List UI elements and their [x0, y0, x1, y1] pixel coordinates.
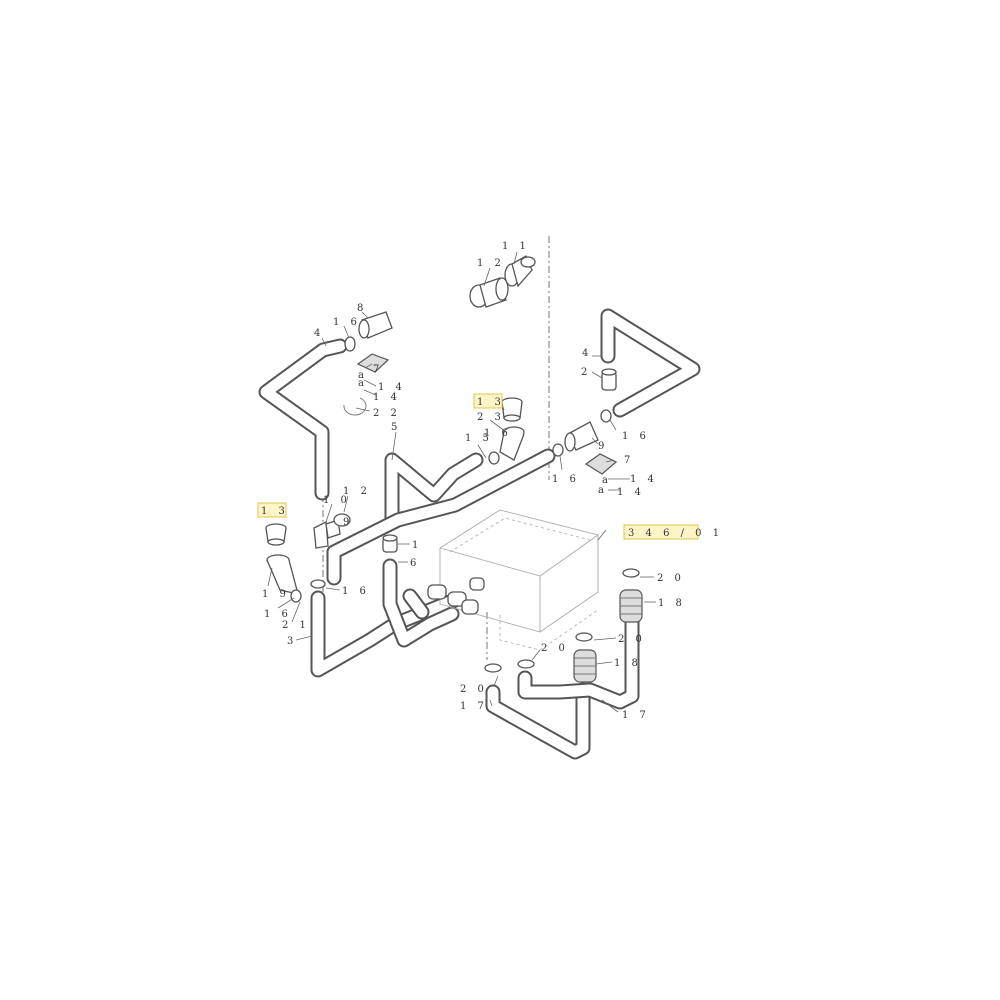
label-23: 2 3 [477, 412, 505, 423]
label-a: a [598, 485, 608, 496]
clamp-20a [622, 568, 640, 578]
adapter-12-left [333, 513, 351, 527]
elbow-19 [266, 554, 299, 595]
label-346-01: 3 4 6 / 0 1 [628, 528, 723, 539]
clip-22 [343, 397, 367, 416]
hose-17-left [485, 682, 591, 760]
label-17: 1 7 [622, 710, 650, 721]
clamp-16f [310, 579, 326, 589]
label-16: 1 6 [552, 474, 580, 485]
label-15: 1 5 [465, 433, 493, 444]
connector-8 [358, 311, 393, 339]
label-18: 1 8 [614, 658, 642, 669]
coupling-2 [601, 368, 617, 391]
label-13: 1 3 [477, 397, 505, 408]
label-7: 7 [624, 455, 634, 466]
label-20: 2 0 [541, 643, 569, 654]
label-a: a [358, 370, 368, 381]
hose-long-center [326, 448, 556, 586]
label-16: 1 6 [622, 431, 650, 442]
highlight-13-left [257, 502, 287, 518]
label-10: 1 0 [323, 495, 351, 506]
hose-3 [310, 590, 463, 678]
elbow-23 [499, 426, 525, 461]
clamp-16-right [600, 409, 612, 423]
label-9: 9 [598, 441, 608, 452]
leader-lines [267, 251, 656, 713]
adapter-12-top [469, 277, 509, 308]
label-16: 1 6 [342, 586, 370, 597]
clamp-16c-small [552, 443, 564, 457]
clamp-20b [575, 632, 593, 642]
callout-labels: 1 1 1 2 8 1 6 4 7 a 1 4 a 1 4 2 2 1 3 2 … [261, 241, 723, 721]
label-21: 2 1 [282, 620, 310, 631]
cap-13-mid [501, 397, 523, 422]
label-16: 1 6 [333, 317, 361, 328]
label-16: 1 6 [264, 609, 292, 620]
clamp-20d [484, 663, 502, 673]
connector-9 [564, 421, 599, 452]
boot-18a [619, 589, 643, 623]
clamp-16b [488, 451, 500, 465]
label-1: 1 [412, 540, 422, 551]
label-9: 9 [343, 517, 353, 528]
clamp-16e [290, 589, 302, 603]
label-22: 2 2 [373, 408, 401, 419]
label-8: 8 [357, 303, 367, 314]
elbow-11-top [504, 255, 536, 288]
label-18: 1 8 [658, 598, 686, 609]
highlight-13-mid [473, 393, 503, 409]
label-19: 1 9 [262, 589, 290, 600]
label-11-top: 1 1 [502, 241, 530, 252]
label-17: 1 7 [460, 701, 488, 712]
label-4: 4 [582, 348, 592, 359]
label-14: 1 4 [630, 474, 658, 485]
coupling-1 [382, 534, 398, 553]
label-14: 1 4 [617, 487, 645, 498]
clamp-16a [344, 336, 356, 352]
label-16: 1 6 [484, 428, 512, 439]
label-20: 2 0 [460, 684, 488, 695]
bracket-7b [584, 453, 618, 475]
label-13: 1 3 [261, 506, 289, 517]
label-12: 1 2 [343, 486, 371, 497]
label-14: 1 4 [378, 382, 406, 393]
label-a: a [358, 378, 368, 389]
clamp-20c [517, 659, 535, 669]
label-20: 2 0 [657, 573, 685, 584]
hose-4-right [600, 308, 701, 418]
boot-18b [573, 649, 597, 683]
label-12-top: 1 2 [477, 258, 505, 269]
hose-6 [382, 558, 460, 648]
cap-13-left [265, 523, 287, 546]
hose-4-left [258, 338, 348, 501]
label-2: 2 [581, 367, 591, 378]
label-a: a [602, 475, 612, 486]
label-4: 4 [314, 328, 324, 339]
hose-17-right [517, 602, 640, 710]
label-14: 1 4 [373, 392, 401, 403]
label-20: 2 0 [618, 634, 646, 645]
label-7: 7 [373, 364, 383, 375]
highlight-346-01 [623, 524, 699, 540]
control-box [427, 509, 599, 651]
hose-5 [384, 452, 484, 528]
label-5: 5 [391, 422, 401, 433]
label-3: 3 [287, 636, 297, 647]
label-6: 6 [410, 558, 420, 569]
